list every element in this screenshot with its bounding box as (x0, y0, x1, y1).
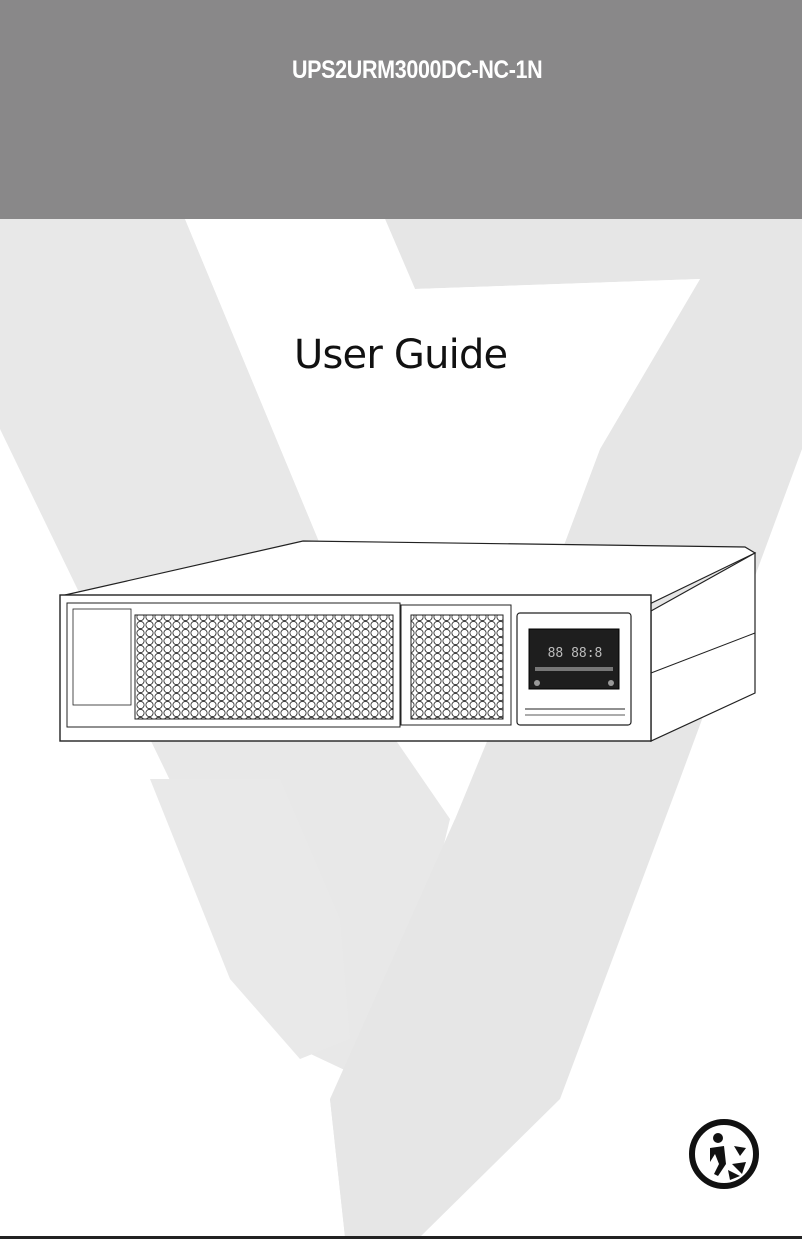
bottom-rule (0, 1236, 802, 1239)
model-title: UPS2URM3000DC-NC-1N (292, 56, 543, 84)
document-title: User Guide (294, 332, 508, 378)
ups-product-illustration: 88 88:8 (59, 540, 757, 742)
lcd-display-icon (528, 628, 620, 690)
triman-recycling-icon (689, 1119, 759, 1189)
header-band: UPS2URM3000DC-NC-1N (0, 0, 802, 219)
svg-text:88 88:8: 88 88:8 (548, 646, 603, 661)
